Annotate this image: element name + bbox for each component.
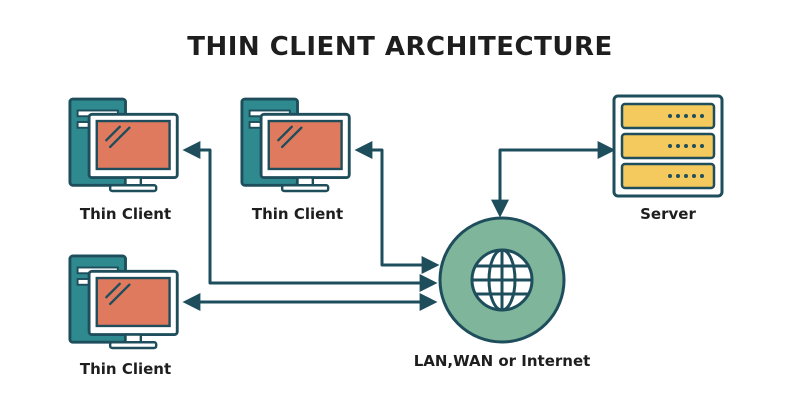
thin-client-a-icon — [68, 97, 179, 193]
thin-client-b-label: Thin Client — [251, 205, 344, 223]
thin-client-a-label: Thin Client — [79, 205, 172, 223]
edge-client-b-network — [354, 141, 440, 274]
edge-client-a-network — [182, 141, 438, 292]
globe-icon — [438, 216, 566, 344]
server-rack-icon — [612, 94, 724, 198]
thin-client-c-icon — [68, 254, 179, 350]
network-label: LAN,WAN or Internet — [413, 352, 591, 370]
server-label: Server — [640, 205, 696, 223]
thin-client-c-label: Thin Client — [79, 360, 172, 378]
diagram-title: THIN CLIENT ARCHITECTURE — [187, 32, 613, 62]
edge-network-server — [491, 141, 616, 218]
thin-client-b-icon — [240, 97, 351, 193]
